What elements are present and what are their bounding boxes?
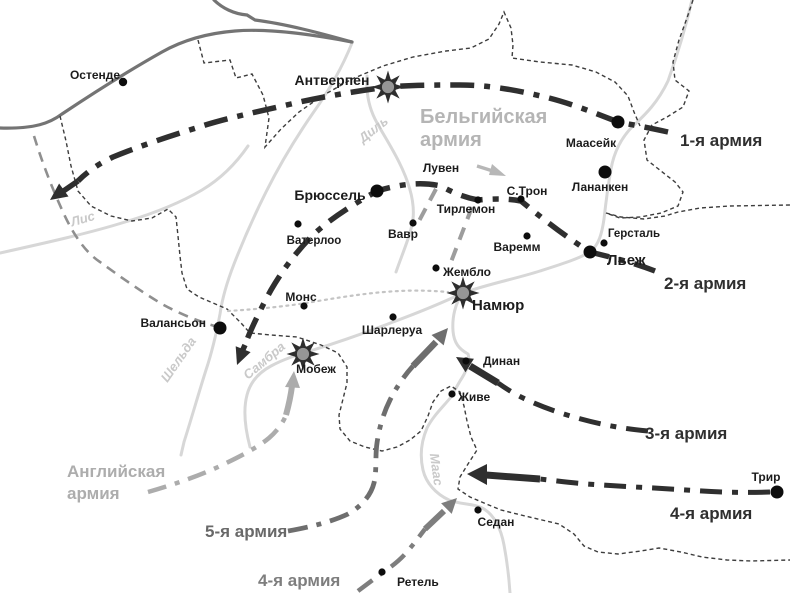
german-4th-army-route <box>467 464 771 495</box>
army-label-german-4th: 4-я армия <box>670 504 752 523</box>
city-dot-tirlemont <box>474 196 482 204</box>
french-4th-army-route <box>356 498 457 593</box>
army-label-british-line2: армия <box>67 484 120 503</box>
city-dot-lanaken <box>598 165 612 179</box>
city-label-givet: Живе <box>457 390 490 404</box>
fortress-icon-antwerpen <box>370 69 406 105</box>
city-dot-dinant <box>462 357 470 365</box>
city-label-tirlemont: Тирлемон <box>437 202 496 216</box>
city-label-valenciennes: Валансьон <box>140 316 206 330</box>
river-lys <box>0 144 250 255</box>
river-meuse-south <box>419 291 512 593</box>
city-label-namur: Намюр <box>472 297 524 314</box>
french-5th-army-route <box>287 328 448 534</box>
city-dot-mons <box>300 302 308 310</box>
city-label-wavre: Вавр <box>388 227 418 241</box>
city-label-liege: Льеж <box>607 252 646 269</box>
city-label-waremme: Варемм <box>494 240 541 254</box>
arrowhead-1st-army <box>50 183 69 200</box>
city-label-antwerpen: Антверпен <box>295 72 370 88</box>
city-label-herstal: Герсталь <box>608 228 660 240</box>
city-dot-ostende <box>118 77 128 87</box>
army-label-german-1st: 1-я армия <box>680 131 762 150</box>
pursuit-arrow-louvain <box>476 164 506 176</box>
army-label-french-5th: 5-я армия <box>205 522 287 541</box>
city-dot-charleroi <box>389 313 397 321</box>
city-dot-rethel <box>378 568 386 576</box>
city-dot-valenciennes <box>213 321 227 335</box>
city-label-lanaken: Лананкен <box>572 180 629 194</box>
city-label-gembloux: Жембло <box>442 265 491 279</box>
city-label-charleroi: Шарлеруа <box>362 323 423 337</box>
city-label-ostende: Остенде <box>70 68 120 82</box>
city-label-saint-trond: С.Трон <box>507 184 548 198</box>
coastline-south <box>0 28 354 130</box>
city-label-brussels: Брюссель <box>294 187 366 203</box>
arrowhead-2nd-army <box>235 346 251 365</box>
belgian-retreat-line-a <box>417 188 438 222</box>
city-label-louvain: Лувен <box>423 161 459 175</box>
army-label-french-4th: 4-я армия <box>258 571 340 590</box>
arrowhead-british-army <box>285 371 300 388</box>
river-label-scheldt: Шельда <box>157 334 199 385</box>
city-dot-waterloo <box>294 220 302 228</box>
border-netherlands-west <box>197 10 641 150</box>
route-coast-valenciennes <box>32 135 219 329</box>
line-dotted-mons-namur <box>226 289 450 313</box>
border-france-belgium <box>59 115 790 562</box>
city-dot-herstal <box>600 239 608 247</box>
coastline-north <box>212 0 354 44</box>
city-dot-wavre <box>409 219 417 227</box>
german-2nd-army-route <box>235 180 657 365</box>
city-label-rethel: Ретель <box>397 575 439 589</box>
city-dot-liege <box>583 245 597 259</box>
city-dot-brussels <box>370 184 384 198</box>
city-label-trier: Трир <box>752 470 781 484</box>
city-dot-gembloux <box>432 264 440 272</box>
river-meuse-north <box>461 0 694 295</box>
river-label-dyle: Диль <box>355 113 391 146</box>
city-label-waterloo: Ватерлоо <box>287 235 342 247</box>
belgian-retreat-line-b <box>449 206 474 263</box>
city-dot-maaseik <box>611 115 625 129</box>
city-label-dinant: Динан <box>483 354 520 368</box>
city-label-maaseik: Маасейк <box>566 136 617 150</box>
arrowhead-5th-army-french <box>431 328 448 346</box>
city-dot-waremme <box>523 232 531 240</box>
city-label-sedan: Седан <box>478 515 515 529</box>
city-dot-sedan <box>474 506 482 514</box>
city-label-mons: Монс <box>285 290 317 304</box>
river-label-meuse: Маас <box>427 452 447 487</box>
river-dyle <box>365 74 415 274</box>
arrowhead-4th-army <box>467 464 487 485</box>
arrowhead-4th-army-french <box>441 498 457 514</box>
army-label-belgian-line1: Бельгийская <box>420 106 547 128</box>
city-dot-saint-trond <box>517 195 525 203</box>
city-label-maubeuge: Мобеж <box>296 362 336 376</box>
city-dot-trier <box>770 485 784 499</box>
city-dot-givet <box>448 390 456 398</box>
border-netherlands-east <box>605 0 790 220</box>
army-label-belgian-line2: армия <box>420 129 482 151</box>
river-scheldt <box>179 41 354 457</box>
army-label-german-3rd: 3-я армия <box>645 424 727 443</box>
river-label-lys: Лис <box>68 208 97 230</box>
british-army-route <box>147 371 300 495</box>
army-label-british-line1: Английская <box>67 462 165 481</box>
army-label-german-2nd: 2-я армия <box>664 274 746 293</box>
